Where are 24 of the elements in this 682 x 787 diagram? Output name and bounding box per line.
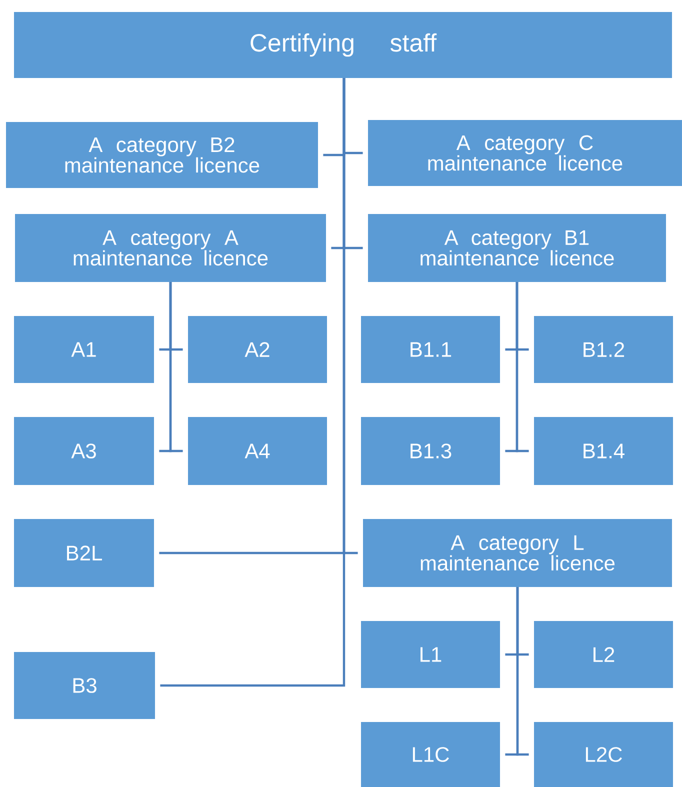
licence-box: B1.2 xyxy=(534,316,673,383)
connector-line xyxy=(516,282,529,452)
licence-box: B1.1 xyxy=(361,316,500,383)
licence-box: A category L maintenance licence xyxy=(363,519,672,587)
licence-box: B1.4 xyxy=(534,417,673,485)
licence-box: L1C xyxy=(361,722,500,787)
licence-box: A1 xyxy=(14,316,154,383)
licence-box: B2L xyxy=(14,519,154,587)
licence-box: A category B1 maintenance licence xyxy=(368,214,666,282)
licence-box: A category B2 maintenance licence xyxy=(6,122,318,188)
heading-box: Certifying staff xyxy=(14,12,672,78)
licence-box: L2C xyxy=(534,722,673,787)
licence-box: L2 xyxy=(534,621,673,688)
licence-box: A category A maintenance licence xyxy=(15,214,326,282)
licence-box: A3 xyxy=(14,417,154,485)
connector-line xyxy=(169,282,183,452)
licence-box: L1 xyxy=(361,621,500,688)
licence-box: B1.3 xyxy=(361,417,500,485)
licence-box: A2 xyxy=(188,316,327,383)
licence-box: A4 xyxy=(188,417,327,485)
licence-box: A category C maintenance licence xyxy=(368,120,682,186)
connector-line xyxy=(516,587,529,756)
licence-box: B3 xyxy=(14,652,155,719)
connector-line xyxy=(160,78,346,687)
